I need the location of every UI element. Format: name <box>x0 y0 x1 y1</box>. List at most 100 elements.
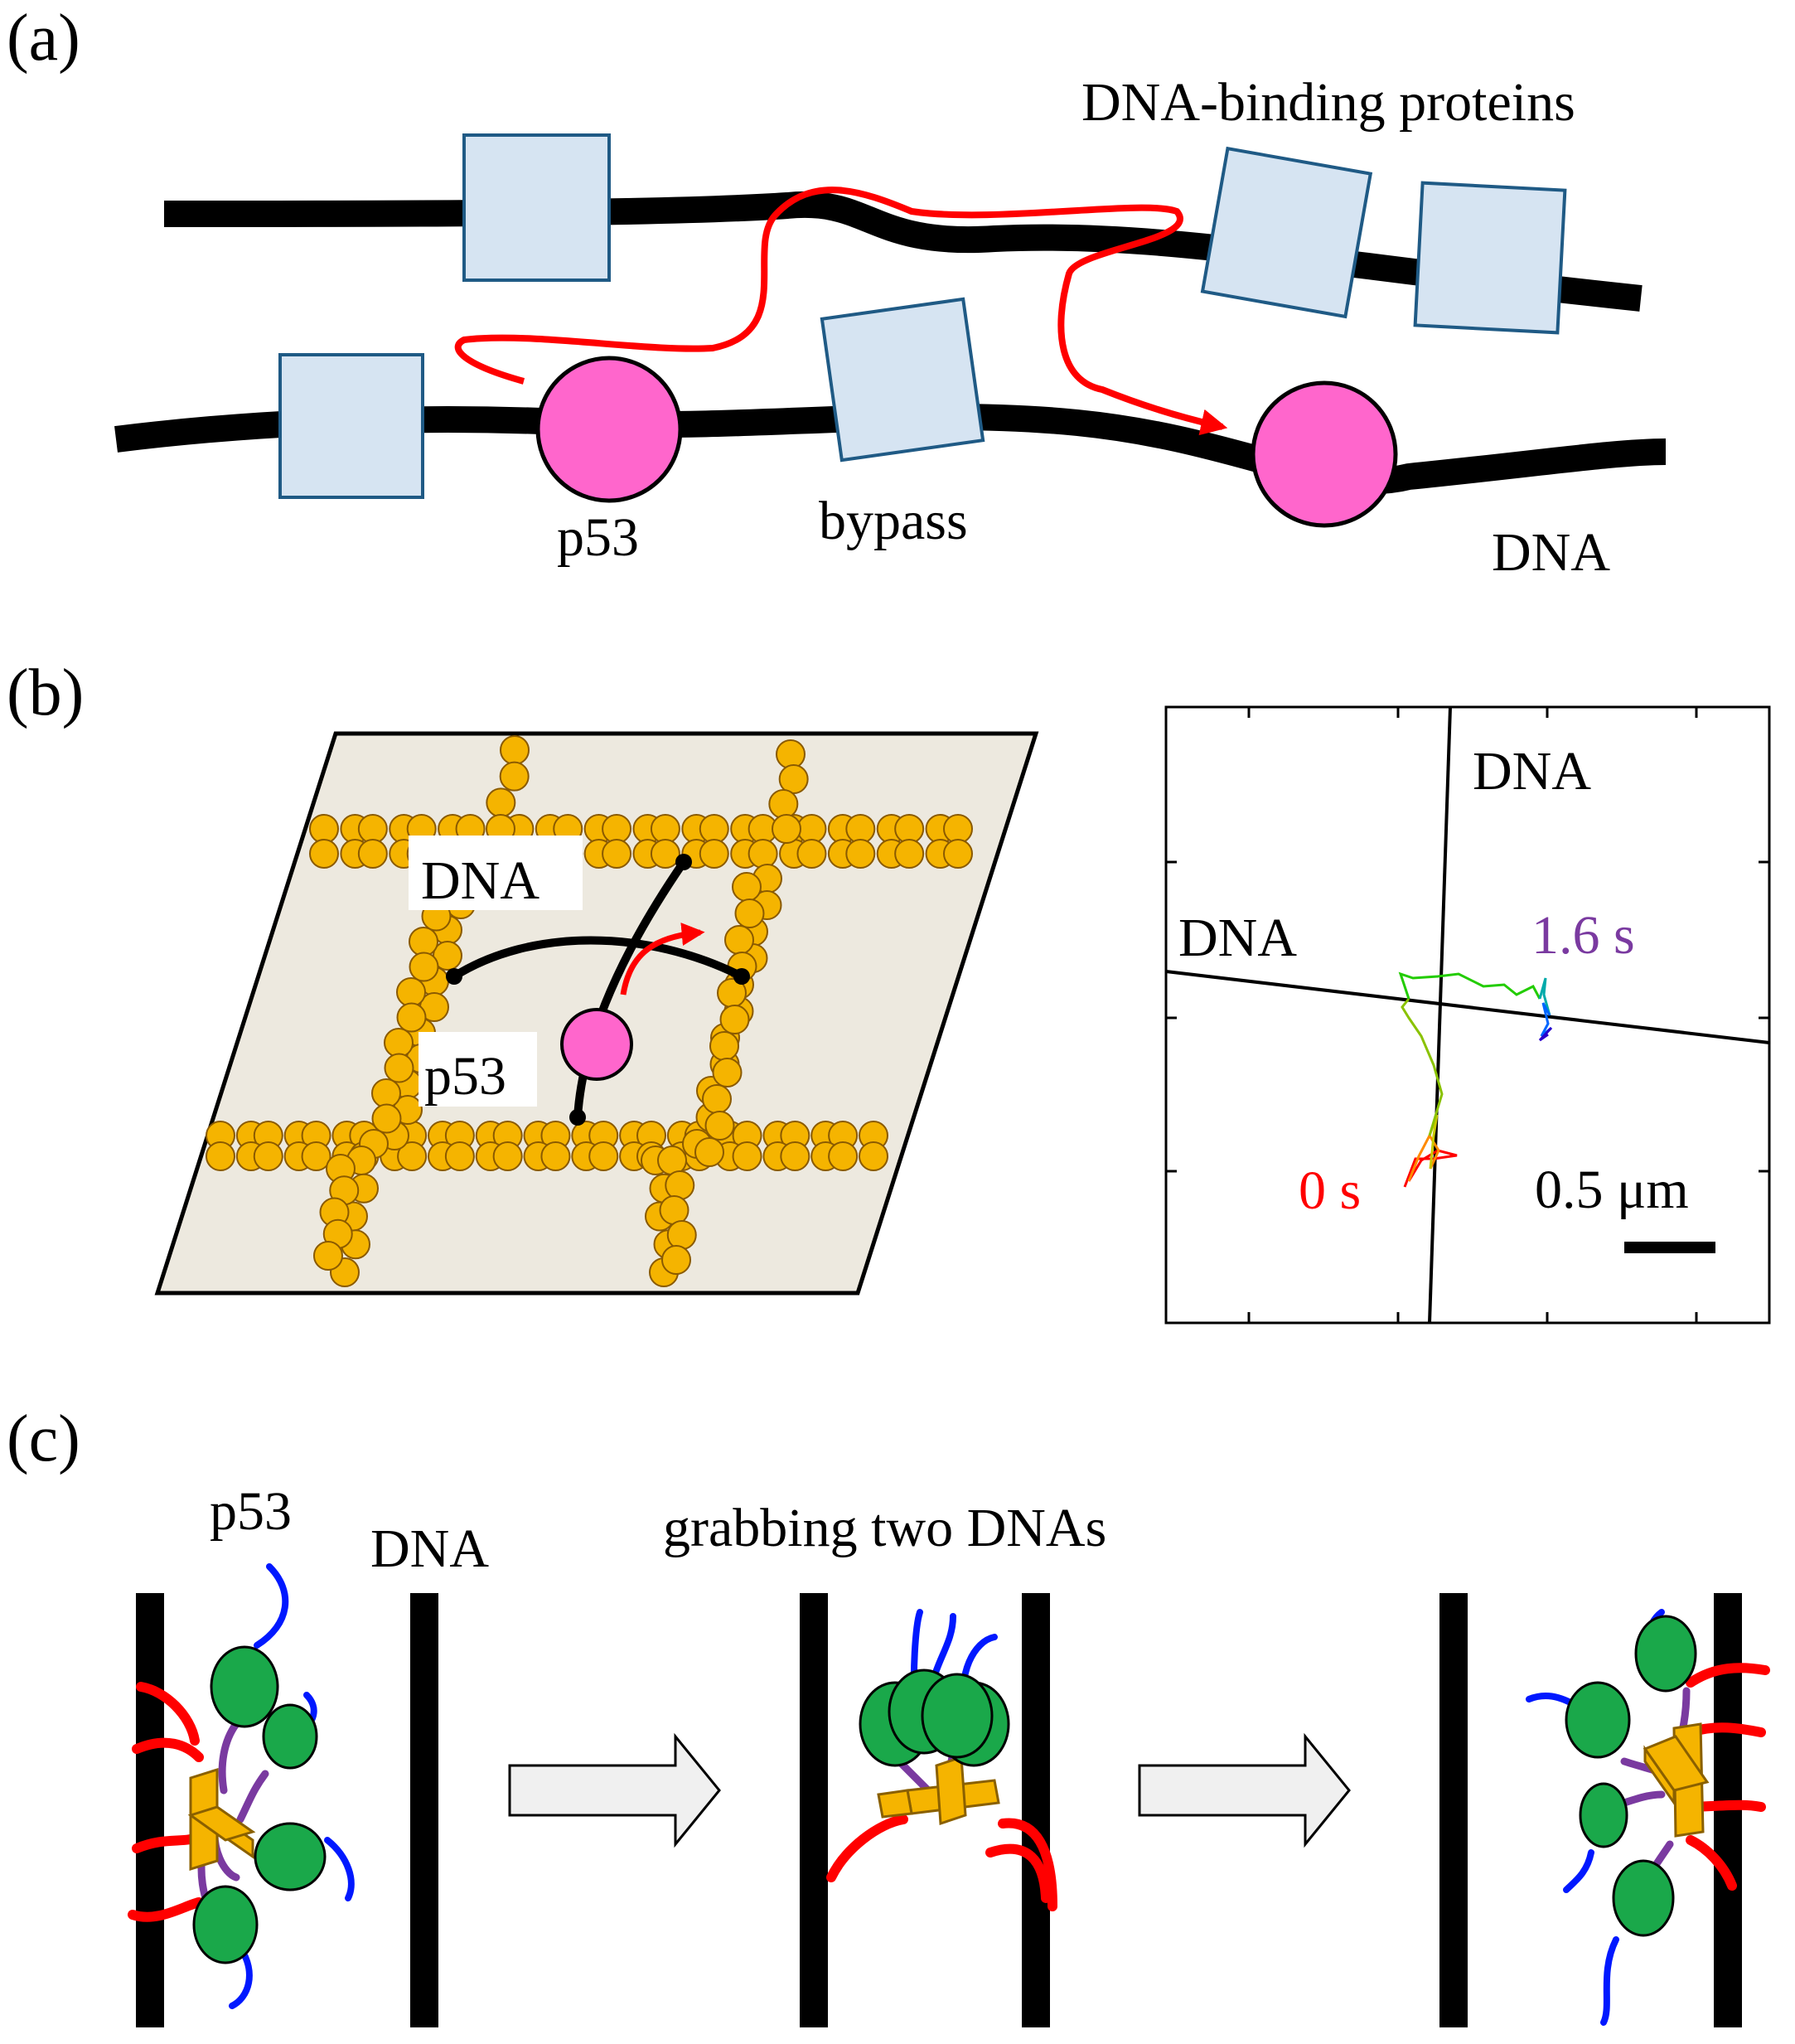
nucleosome-beads <box>206 735 973 1287</box>
label-dna: DNA <box>421 850 539 911</box>
core-domain <box>210 1645 279 1728</box>
nucleosome-bead <box>772 814 801 844</box>
panel-c: (c) p53 DNA grabbing two DNAs <box>7 1402 1770 2027</box>
nucleosome-bead <box>357 839 388 869</box>
label-grabbing-two-dnas: grabbing two DNAs <box>663 1498 1106 1558</box>
nucleosome-bead <box>650 839 680 869</box>
nucleosome-bead <box>657 1146 687 1175</box>
time-start-label: 0 s <box>1299 1160 1361 1221</box>
p53-circle <box>1251 380 1398 528</box>
nucleosome-bead <box>796 839 827 869</box>
nucleosome-bead <box>943 839 973 869</box>
nucleosome-bead <box>206 1141 235 1171</box>
plot-label-dna-left: DNA <box>1178 908 1297 968</box>
scale-bar-label: 0.5 μm <box>1535 1160 1689 1220</box>
dna-bar <box>1022 1593 1050 2027</box>
nucleosome-bead <box>699 839 729 869</box>
nucleosome-bead <box>704 1111 735 1141</box>
nucleosome-bead <box>309 839 339 869</box>
nucleosome-bead <box>357 814 388 844</box>
nucleosome-bead <box>602 814 632 844</box>
nucleosome-bead <box>396 977 426 1007</box>
p53-circle <box>560 1008 633 1081</box>
nucleosome-bead <box>253 1141 283 1171</box>
nucleosome-bead <box>894 839 925 869</box>
right-arrows <box>508 1732 1351 1848</box>
nucleosome-bead <box>409 952 439 982</box>
label-p53: p53 <box>424 1046 506 1107</box>
core-domain <box>254 1822 327 1891</box>
nucleosome-bead <box>659 1195 689 1225</box>
dna-line-vertical <box>1428 706 1452 1324</box>
dna-bar <box>410 1593 438 2027</box>
panel-c-label: (c) <box>7 1402 80 1475</box>
nucleosome-bead <box>650 814 680 844</box>
nucleosome-bead <box>943 814 973 844</box>
nucleosome-bead <box>371 1103 402 1134</box>
panel-a-label: (a) <box>7 2 80 75</box>
protein-square <box>278 353 424 499</box>
nucleosome-bead <box>724 925 754 955</box>
nucleosome-bead <box>709 1031 739 1061</box>
nucleosome-bead <box>712 1058 743 1087</box>
core-domain <box>1612 1859 1675 1937</box>
nucleosome-bead <box>384 1053 414 1083</box>
dna-end <box>675 854 692 870</box>
panel-b-label: (b) <box>7 656 84 729</box>
red-arrow <box>620 923 705 995</box>
label-dna: DNA <box>1492 522 1610 583</box>
core-domain <box>1565 1681 1631 1759</box>
nucleosome-bead <box>894 814 925 844</box>
plot-label-dna-top: DNA <box>1473 741 1591 802</box>
nucleosome-bead <box>371 1078 401 1108</box>
core-domain <box>1634 1615 1697 1693</box>
nucleosome-bead <box>734 898 765 928</box>
nucleosome-bead <box>845 839 876 869</box>
label-bypass: bypass <box>819 491 968 551</box>
dna-line-horizontal <box>1165 970 1770 1044</box>
nucleosome-bead <box>665 1170 695 1200</box>
nucleosome-bead <box>301 1141 331 1171</box>
time-end-label: 1.6 s <box>1531 905 1635 966</box>
nucleosome-bead <box>859 1141 888 1171</box>
protein-square <box>462 133 611 282</box>
nucleosome-bead <box>732 872 762 902</box>
protein-square <box>820 297 985 463</box>
nucleosome-bead <box>778 764 809 794</box>
nucleosome-bead <box>845 814 876 844</box>
nucleosome-bead <box>588 1141 619 1171</box>
trajectory-plot: DNA DNA 1.6 s 0 s 0.5 μm <box>1164 705 1771 1325</box>
plot-frame <box>1164 705 1771 1325</box>
nucleosome-bead <box>702 1084 732 1114</box>
core-domain <box>921 1673 994 1759</box>
dna-strand-horizontal <box>452 936 744 981</box>
nucleosome-bead <box>768 789 799 819</box>
core-domain <box>1579 1782 1628 1848</box>
protein-square <box>1413 181 1567 335</box>
nucleosome-bead <box>409 927 438 957</box>
nucleosome-bead <box>486 787 516 818</box>
nucleosome-bead <box>699 814 729 844</box>
nucleosome-bead <box>666 1220 697 1250</box>
panel-a: (a) DNA-binding proteins p53 bypass DNA <box>7 2 1667 583</box>
nucleosome-bead <box>492 1141 523 1171</box>
dna-bar <box>1439 1593 1468 2027</box>
label-box-p53 <box>419 1032 537 1107</box>
nucleosome-bead <box>732 1141 762 1171</box>
nucleosome-bead <box>444 1141 475 1171</box>
label-dna: DNA <box>370 1518 489 1579</box>
label-p53: p53 <box>210 1481 292 1542</box>
bypass-path-arrow <box>454 186 1228 436</box>
core-domain <box>262 1703 318 1770</box>
nucleosome-bead <box>828 1141 859 1171</box>
plot-ticks <box>1166 707 1769 1323</box>
nucleosome-bead <box>719 1005 750 1034</box>
nucleosome-bead <box>499 761 530 792</box>
label-dna-binding-proteins: DNA-binding proteins <box>1081 72 1575 133</box>
nucleosome-bead <box>780 1141 810 1171</box>
right-arrow-icon <box>508 1732 721 1848</box>
nucleosome-bead <box>776 739 806 769</box>
core-domain <box>192 1885 259 1964</box>
nucleosome-bead <box>602 839 632 869</box>
